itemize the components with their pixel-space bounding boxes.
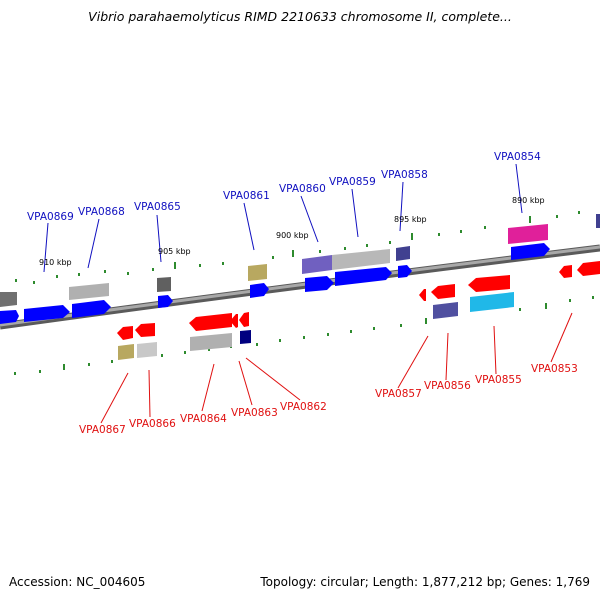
gene-feature <box>398 265 412 278</box>
gene-feature <box>190 333 232 351</box>
gene-feature <box>0 310 19 324</box>
gene-feature <box>305 276 334 292</box>
gene-feature <box>470 292 514 312</box>
kbp-label: 900 kbp <box>276 231 309 240</box>
gene-label[interactable]: VPA0864 <box>180 413 227 425</box>
gene-feature <box>157 277 171 292</box>
gene-feature <box>511 243 550 260</box>
gene-feature <box>468 275 510 292</box>
gene-label[interactable]: VPA0867 <box>79 424 126 436</box>
gene-label[interactable]: VPA0855 <box>475 374 522 386</box>
gene-label[interactable]: VPA0861 <box>223 190 270 202</box>
gene-feature <box>24 305 70 322</box>
gene-label[interactable]: VPA0865 <box>134 201 181 213</box>
gene-feature <box>248 264 267 281</box>
gene-label[interactable]: VPA0860 <box>279 183 326 195</box>
gene-labels-top: VPA0869 VPA0868 VPA0865 VPA0861 VPA0860 … <box>27 151 541 223</box>
gene-feature <box>118 344 134 360</box>
gene-label[interactable]: VPA0856 <box>424 380 471 392</box>
kbp-label: 910 kbp <box>39 258 72 267</box>
tick-marks-top <box>15 211 580 284</box>
gene-feature <box>250 283 269 298</box>
gene-feature <box>596 214 600 228</box>
kbp-labels: 910 kbp 905 kbp 900 kbp 895 kbp 890 kbp <box>39 196 545 267</box>
accession-text: Accession: NC_004605 <box>9 575 146 589</box>
kbp-label: 890 kbp <box>512 196 545 205</box>
gene-feature <box>508 224 548 244</box>
gene-feature <box>419 289 426 301</box>
gene-feature <box>117 326 133 340</box>
gene-feature <box>72 300 111 318</box>
gene-feature <box>189 313 232 331</box>
gene-label[interactable]: VPA0853 <box>531 363 578 375</box>
gene-feature <box>335 267 392 286</box>
kbp-label: 905 kbp <box>158 247 191 256</box>
gene-feature <box>137 342 157 358</box>
gene-feature <box>577 261 600 276</box>
gene-feature <box>433 302 458 319</box>
gene-feature <box>332 249 390 270</box>
leader-lines-top <box>43 163 523 273</box>
topology-text: Topology: circular; Length: 1,877,212 bp… <box>260 575 590 589</box>
gene-feature <box>431 284 455 299</box>
gene-label[interactable]: VPA0868 <box>78 206 125 218</box>
map-title: Vibrio parahaemolyticus RIMD 2210633 chr… <box>88 9 512 24</box>
gene-label[interactable]: VPA0859 <box>329 176 376 188</box>
gene-feature <box>0 292 17 307</box>
gene-feature <box>240 330 251 344</box>
gene-feature <box>559 265 572 278</box>
gene-feature <box>69 283 109 300</box>
gene-label[interactable]: VPA0862 <box>280 401 327 413</box>
kbp-label: 895 kbp <box>394 215 427 224</box>
gene-feature <box>135 323 155 337</box>
gene-label[interactable]: VPA0858 <box>381 169 428 181</box>
leader-lines-bottom <box>100 312 573 424</box>
features-bottom <box>117 261 600 360</box>
gene-labels-bottom: VPA0867 VPA0866 VPA0864 VPA0863 VPA0862 … <box>79 363 578 436</box>
gene-feature <box>239 312 249 327</box>
gene-label[interactable]: VPA0854 <box>494 151 541 163</box>
gene-label[interactable]: VPA0857 <box>375 388 422 400</box>
gene-feature <box>158 295 173 308</box>
features-top <box>0 214 600 324</box>
gene-feature <box>230 314 238 328</box>
gene-feature <box>302 255 332 274</box>
gene-label[interactable]: VPA0869 <box>27 211 74 223</box>
gene-label[interactable]: VPA0863 <box>231 407 278 419</box>
gene-label[interactable]: VPA0866 <box>129 418 176 430</box>
gene-feature <box>396 246 410 261</box>
